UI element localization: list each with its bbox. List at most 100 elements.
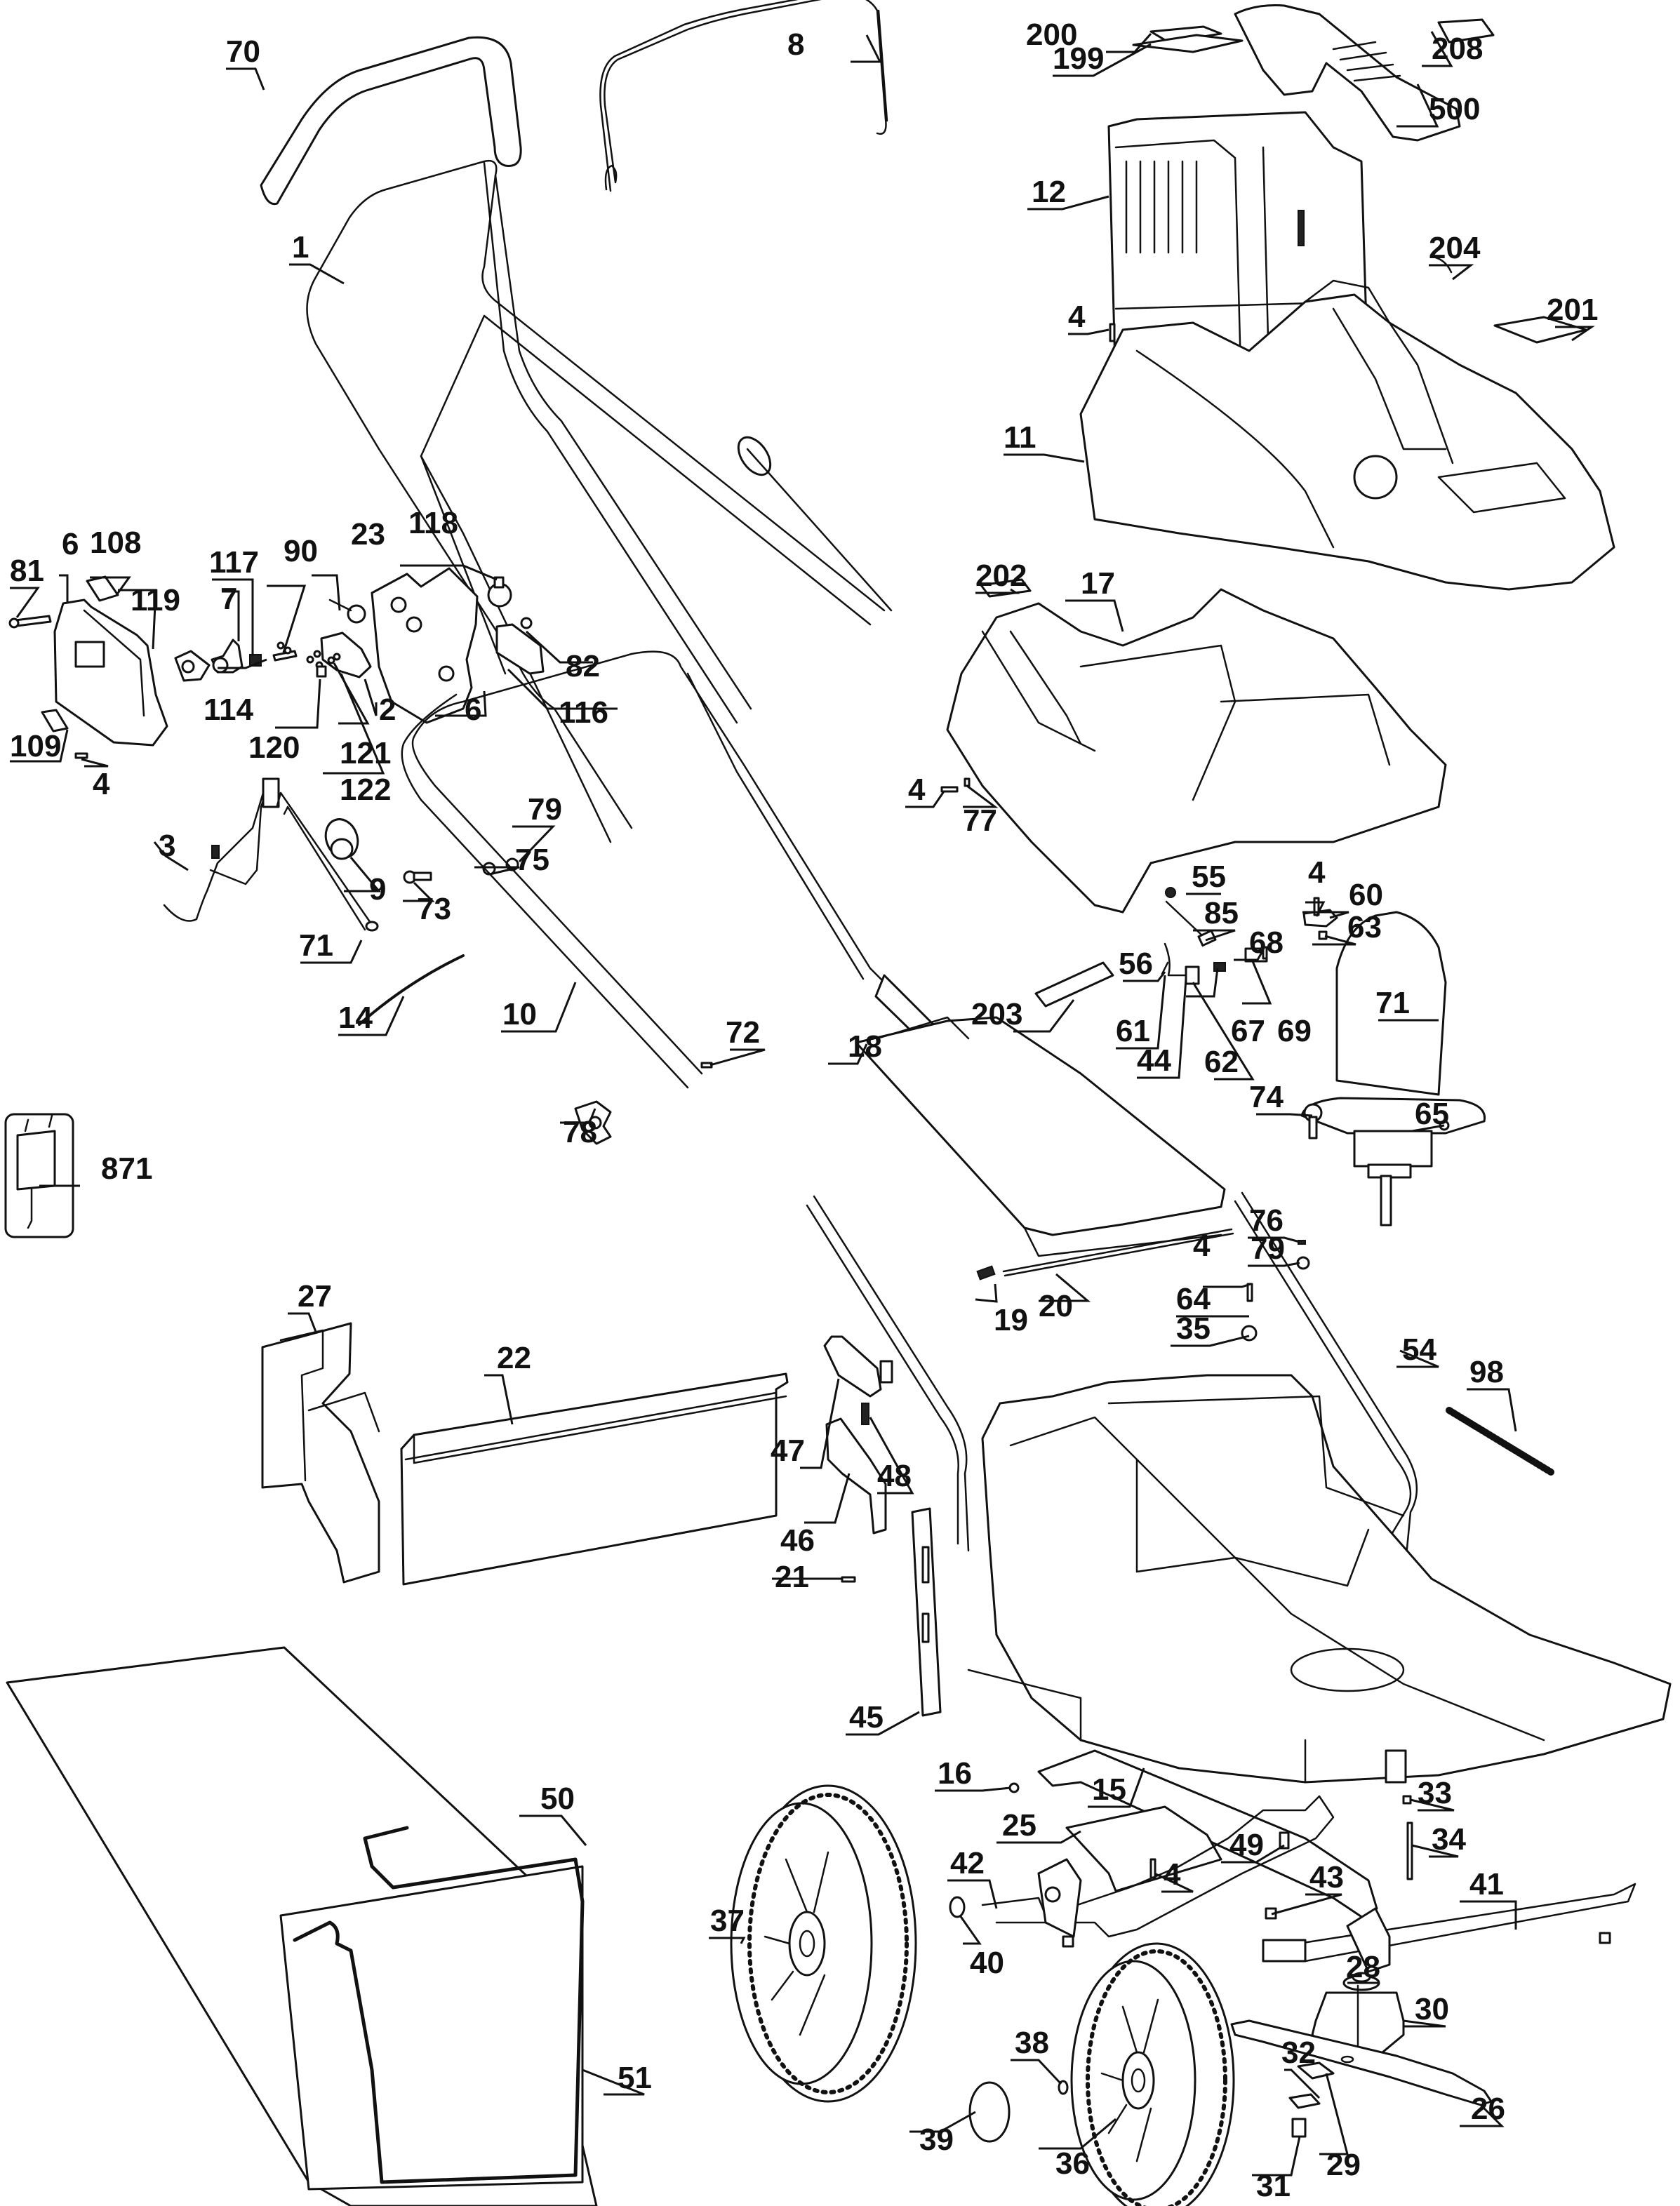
callout-72: 72: [726, 1015, 760, 1050]
callout-8: 8: [787, 27, 804, 62]
switch-box-cover-part-6-left: [53, 599, 168, 747]
callout-69: 69: [1277, 1014, 1312, 1048]
callout-120: 120: [248, 730, 300, 765]
callout-39: 39: [919, 2123, 954, 2157]
callout-117: 117: [209, 545, 259, 580]
callout-10: 10: [502, 997, 537, 1031]
switch-lever-part-7: [211, 639, 244, 674]
screw-part-21: [841, 1576, 856, 1583]
cable-part-71-handle: [276, 791, 379, 932]
label-part-200: [1149, 25, 1222, 44]
callout-27: 27: [298, 1279, 332, 1313]
front-wheel-part-36: [1070, 1942, 1235, 2206]
callout-20: 20: [1039, 1289, 1073, 1323]
callout-118: 118: [408, 506, 458, 540]
label-part-199: [1132, 34, 1244, 53]
callout-60: 60: [1349, 878, 1383, 912]
rear-flap-part-18: [855, 1016, 1226, 1257]
clip-part-43: [1062, 1907, 1611, 1948]
washer-part-40: [949, 1896, 966, 1918]
spring-part-19: [976, 1265, 996, 1281]
callout-90: 90: [284, 534, 318, 568]
spring-part-67: [1213, 962, 1226, 972]
clip-part-49: [1279, 1831, 1290, 1850]
handle-knob-part-78: [574, 1100, 612, 1145]
callout-76: 76: [1249, 1203, 1284, 1238]
charger-part-871: [4, 1113, 74, 1238]
callout-40: 40: [970, 1946, 1004, 1980]
callout-43: 43: [1309, 1860, 1344, 1894]
clip-part-68: [1262, 946, 1268, 960]
callout-201: 201: [1547, 293, 1598, 327]
callout-14: 14: [338, 1001, 373, 1035]
callout-4-rear: 4: [908, 773, 926, 807]
callout-79-rear: 79: [1251, 1231, 1285, 1266]
callout-202: 202: [975, 559, 1027, 593]
callout-49: 49: [1229, 1828, 1264, 1862]
label-part-108: [86, 575, 119, 602]
callout-30: 30: [1415, 1992, 1449, 2026]
label-part-208: [1437, 18, 1495, 44]
callout-1: 1: [292, 230, 309, 265]
handle-grip-part-70: [260, 36, 522, 206]
callout-6-left: 6: [62, 527, 79, 561]
callout-47: 47: [771, 1433, 805, 1468]
callout-98: 98: [1469, 1355, 1504, 1389]
callout-122: 122: [340, 773, 391, 807]
callout-4-top: 4: [1068, 300, 1086, 334]
callout-68: 68: [1249, 925, 1284, 960]
knob-part-9: [324, 818, 359, 860]
callout-71-motor: 71: [1375, 986, 1410, 1020]
screw-part-4-left: [74, 752, 88, 759]
terminal-part-56: [1161, 961, 1169, 975]
callout-3: 3: [159, 829, 175, 863]
left-rear-leg: [806, 1195, 970, 1552]
callout-6-right: 6: [465, 693, 481, 727]
callout-4-plate: 4: [1164, 1857, 1181, 1892]
callout-38: 38: [1015, 2026, 1049, 2060]
callout-37: 37: [710, 1904, 745, 1938]
callout-32: 32: [1281, 2035, 1316, 2070]
blade-washer-part-29: [1297, 2061, 1335, 2080]
callout-71-handle: 71: [299, 928, 333, 963]
callout-35: 35: [1176, 1311, 1211, 1346]
callout-23: 23: [351, 517, 385, 552]
callout-79-handle: 79: [528, 792, 562, 827]
washer-part-32: [1288, 2093, 1321, 2109]
callout-22: 22: [497, 1341, 531, 1375]
callout-85: 85: [1204, 896, 1239, 930]
torsion-spring-part-23: [328, 599, 366, 624]
callout-17: 17: [1081, 566, 1115, 601]
callout-45: 45: [849, 1700, 884, 1734]
callout-28: 28: [1346, 1950, 1380, 1984]
motor-part-71: [1300, 911, 1486, 1226]
front-axle-part-41: [1262, 1883, 1636, 1973]
nut-part-55: [1165, 887, 1176, 898]
battery-latch-part-500: [1234, 4, 1461, 142]
callout-25: 25: [1002, 1808, 1036, 1843]
screw-part-4-top: [1109, 323, 1116, 342]
callout-29: 29: [1326, 2148, 1361, 2182]
callout-11: 11: [1004, 420, 1036, 455]
label-part-116: [495, 623, 545, 675]
brush-holder-part-60: [1302, 909, 1338, 928]
callout-15: 15: [1092, 1772, 1126, 1807]
callout-82: 82: [566, 649, 600, 683]
switch-part-118: [487, 576, 512, 608]
hinge-rod-part-20: [1002, 1228, 1234, 1277]
callout-12: 12: [1032, 175, 1066, 209]
screw-part-74: [1303, 1103, 1323, 1139]
mower-deck: [967, 1374, 1672, 1784]
switch-box-base-part-6-right: [371, 567, 479, 724]
callout-55: 55: [1192, 860, 1226, 894]
callout-26: 26: [1471, 2092, 1505, 2126]
callout-21: 21: [775, 1560, 809, 1594]
callout-48: 48: [877, 1459, 912, 1493]
callout-871: 871: [101, 1151, 152, 1186]
callout-108: 108: [90, 526, 141, 560]
callout-9: 9: [369, 872, 386, 907]
mulch-plug-part-27: [261, 1322, 380, 1584]
callout-70: 70: [226, 34, 260, 69]
callout-67: 67: [1231, 1014, 1265, 1048]
